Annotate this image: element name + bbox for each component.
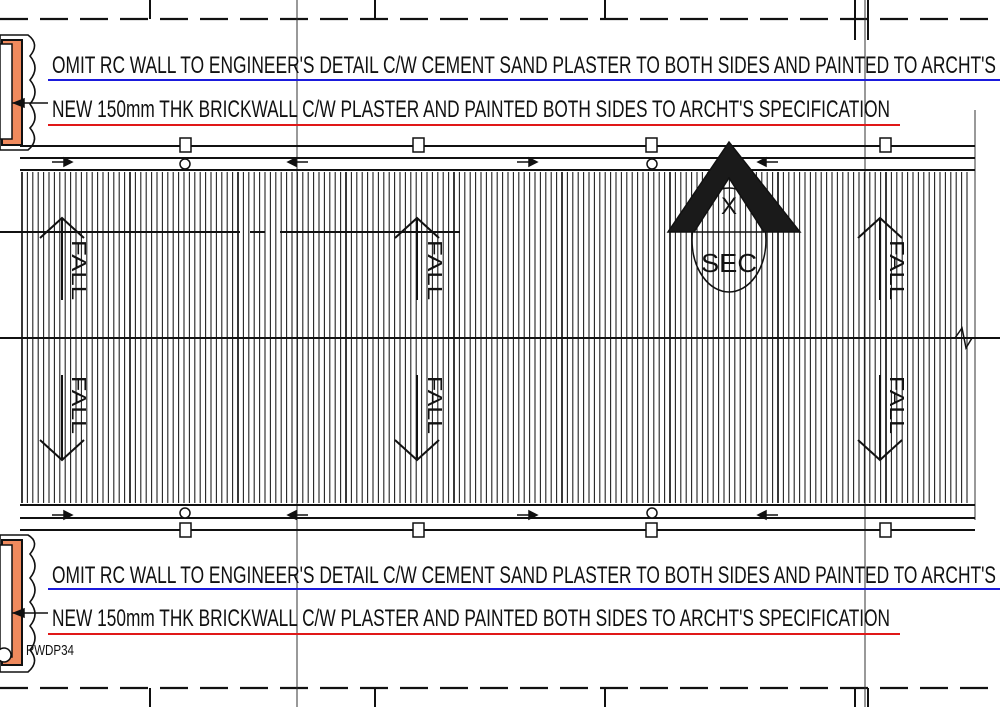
bottom-brickwall-text: NEW 150mm THK BRICKWALL C/W PLASTER AND … bbox=[52, 605, 890, 632]
section-id: X bbox=[721, 193, 737, 220]
fall-label: FALL bbox=[67, 240, 89, 300]
top-gutter bbox=[20, 145, 975, 171]
gutter-brackets bbox=[179, 137, 892, 538]
fall-label: FALL bbox=[423, 240, 445, 300]
section-marker: X SEC bbox=[666, 140, 802, 293]
bottom-brickwall-note: NEW 150mm THK BRICKWALL C/W PLASTER AND … bbox=[48, 605, 900, 635]
fall-label: FALL bbox=[885, 376, 907, 434]
fall-label: FALL bbox=[885, 240, 907, 300]
top-omit-rc-note: OMIT RC WALL TO ENGINEER'S DETAIL C/W CE… bbox=[48, 52, 1000, 81]
wall-section-top-left bbox=[0, 34, 36, 151]
section-label: SEC bbox=[701, 248, 757, 278]
leader-lines bbox=[11, 97, 48, 619]
downpipe-tag: RWDP34 bbox=[26, 642, 74, 659]
bottom-gutter bbox=[20, 504, 975, 531]
break-line-symbol bbox=[954, 326, 1000, 351]
fall-arrows bbox=[39, 216, 903, 462]
wall-section-bottom-left bbox=[0, 534, 36, 673]
section-arrow-head bbox=[666, 140, 802, 233]
ridge-line bbox=[0, 231, 1000, 339]
fall-labels: FALL FALL FALL FALL FALL FALL bbox=[67, 240, 907, 434]
top-brickwall-note: NEW 150mm THK BRICKWALL C/W PLASTER AND … bbox=[48, 96, 900, 126]
top-frame-ticks bbox=[149, 0, 869, 707]
top-omit-rc-text: OMIT RC WALL TO ENGINEER'S DETAIL C/W CE… bbox=[52, 52, 996, 79]
top-brickwall-text: NEW 150mm THK BRICKWALL C/W PLASTER AND … bbox=[52, 96, 890, 123]
bottom-omit-rc-note: OMIT RC WALL TO ENGINEER'S DETAIL C/W CE… bbox=[48, 562, 1000, 590]
bottom-omit-rc-text: OMIT RC WALL TO ENGINEER'S DETAIL C/W CE… bbox=[52, 562, 996, 589]
fall-label: FALL bbox=[67, 376, 89, 434]
gutter-flow-arrows bbox=[52, 156, 778, 521]
boundary-lines bbox=[0, 17, 1000, 690]
fall-label: FALL bbox=[423, 376, 445, 434]
